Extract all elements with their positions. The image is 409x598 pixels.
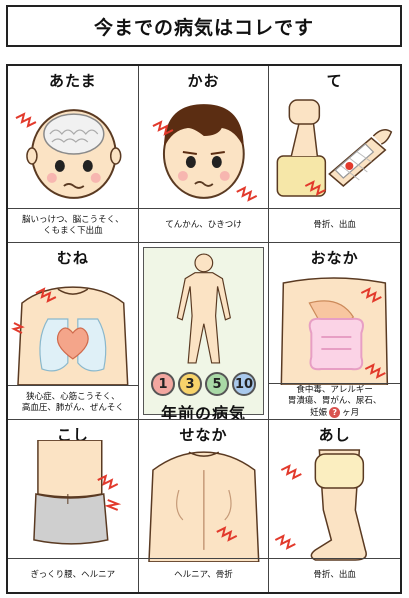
years-option-10[interactable]: 10 xyxy=(231,372,256,396)
pain-mark-icon xyxy=(11,322,25,334)
pain-mark-icon xyxy=(281,464,303,480)
caption-line: 高血圧、肺がん、ぜんそく xyxy=(21,402,124,413)
caption-line: 食中毒、アレルギー xyxy=(296,384,373,395)
cell-head[interactable]: あたま 脳いっけつ、脳こうそく、 くもまく下出血 xyxy=(8,66,139,243)
cell-head-caption: 脳いっけつ、脳こうそく、 くもまく下出血 xyxy=(8,208,138,242)
caption-line: 妊娠?ヶ月 xyxy=(288,406,382,419)
page-title-text: 今までの病気はコレです xyxy=(93,16,314,39)
caption-line: てんかん、ひきつけ xyxy=(165,220,242,230)
cell-head-title: あたま xyxy=(49,72,97,90)
hand-illustration xyxy=(276,99,393,197)
cell-center-years: 1 3 5 10 年前の病気 xyxy=(138,243,270,420)
pregnancy-label: 妊娠 xyxy=(310,407,328,418)
caption-line: 狭心症、心筋こうそく、 xyxy=(26,391,120,402)
cell-leg-title: あし xyxy=(318,426,351,444)
cell-chest-title: むね xyxy=(56,249,89,267)
cell-face-title: かお xyxy=(187,72,220,90)
years-options: 1 3 5 10 xyxy=(144,372,264,396)
caption-line: 骨折、出血 xyxy=(313,570,356,580)
pain-mark-icon xyxy=(365,363,387,379)
cell-chest[interactable]: むね 狭心症、心筋こうそく、 高血圧、肺がん、ぜんそく xyxy=(8,243,139,420)
caption-line: 骨折、出血 xyxy=(313,220,356,230)
years-ago-label: 年前の病気 xyxy=(160,404,246,420)
leg-illustration xyxy=(275,449,368,561)
pain-mark-icon xyxy=(152,120,174,136)
cell-face[interactable]: かお てんかん、ひきつけ xyxy=(138,66,270,243)
cell-hand-title: て xyxy=(326,72,343,90)
years-option-5[interactable]: 5 xyxy=(204,372,229,396)
caption-line: くもまく下出血 xyxy=(43,225,103,236)
months-label: ヶ月 xyxy=(342,407,360,418)
pregnancy-months-badge[interactable]: ? xyxy=(329,406,341,418)
body-silhouette-illustration xyxy=(176,253,231,364)
chest-illustration xyxy=(11,286,129,385)
pain-mark-icon xyxy=(35,287,57,303)
pain-mark-icon xyxy=(104,499,122,511)
cell-hand[interactable]: て 骨折、出血 xyxy=(269,66,400,243)
back-illustration xyxy=(147,451,260,562)
cell-stomach[interactable]: おなか 食中毒、アレルギー 胃潰瘍、胃がん、尿石、 妊娠?ヶ月 xyxy=(269,243,400,420)
caption-line: 胃潰瘍、胃がん、尿石、 xyxy=(287,395,382,406)
page-title: 今までの病気はコレです xyxy=(6,5,402,47)
cell-face-caption: てんかん、ひきつけ xyxy=(138,208,269,242)
pain-mark-icon xyxy=(305,180,327,196)
pain-mark-icon xyxy=(97,474,119,490)
head-brain-illustration xyxy=(15,109,122,199)
pain-mark-icon xyxy=(15,112,37,128)
pain-mark-icon xyxy=(216,526,237,542)
cell-back[interactable]: せなか ヘルニア、骨折 xyxy=(138,420,270,592)
cell-stomach-caption: 食中毒、アレルギー 胃潰瘍、胃がん、尿石、 妊娠?ヶ月 xyxy=(269,383,400,419)
body-part-grid: あたま 脳いっけつ、脳こうそく、 くもまく下出血 かお xyxy=(6,64,402,594)
cell-leg-caption: 骨折、出血 xyxy=(269,558,400,592)
cell-leg[interactable]: あし 骨折、出血 xyxy=(269,420,400,592)
cell-lower-back[interactable]: こし ぎっくり腰、ヘルニア xyxy=(8,420,139,592)
pain-mark-icon xyxy=(235,186,257,202)
pain-mark-icon xyxy=(275,534,297,550)
cell-hand-caption: 骨折、出血 xyxy=(269,208,400,242)
caption-line: ヘルニア、骨折 xyxy=(174,570,233,580)
years-option-1[interactable]: 1 xyxy=(150,372,175,396)
years-option-3[interactable]: 3 xyxy=(177,372,202,396)
lower-back-illustration xyxy=(33,440,122,545)
pain-mark-icon xyxy=(361,287,383,303)
cell-stomach-title: おなか xyxy=(310,249,359,267)
stomach-illustration xyxy=(280,277,389,385)
face-illustration xyxy=(152,104,257,202)
cell-back-caption: ヘルニア、骨折 xyxy=(138,558,269,592)
caption-line: 脳いっけつ、脳こうそく、 xyxy=(21,214,124,225)
cell-chest-caption: 狭心症、心筋こうそく、 高血圧、肺がん、ぜんそく xyxy=(8,385,138,419)
cell-back-title: せなか xyxy=(179,426,228,444)
caption-line: ぎっくり腰、ヘルニア xyxy=(30,570,116,580)
years-panel: 1 3 5 10 年前の病気 xyxy=(142,247,265,419)
cell-lower-back-caption: ぎっくり腰、ヘルニア xyxy=(8,558,138,592)
